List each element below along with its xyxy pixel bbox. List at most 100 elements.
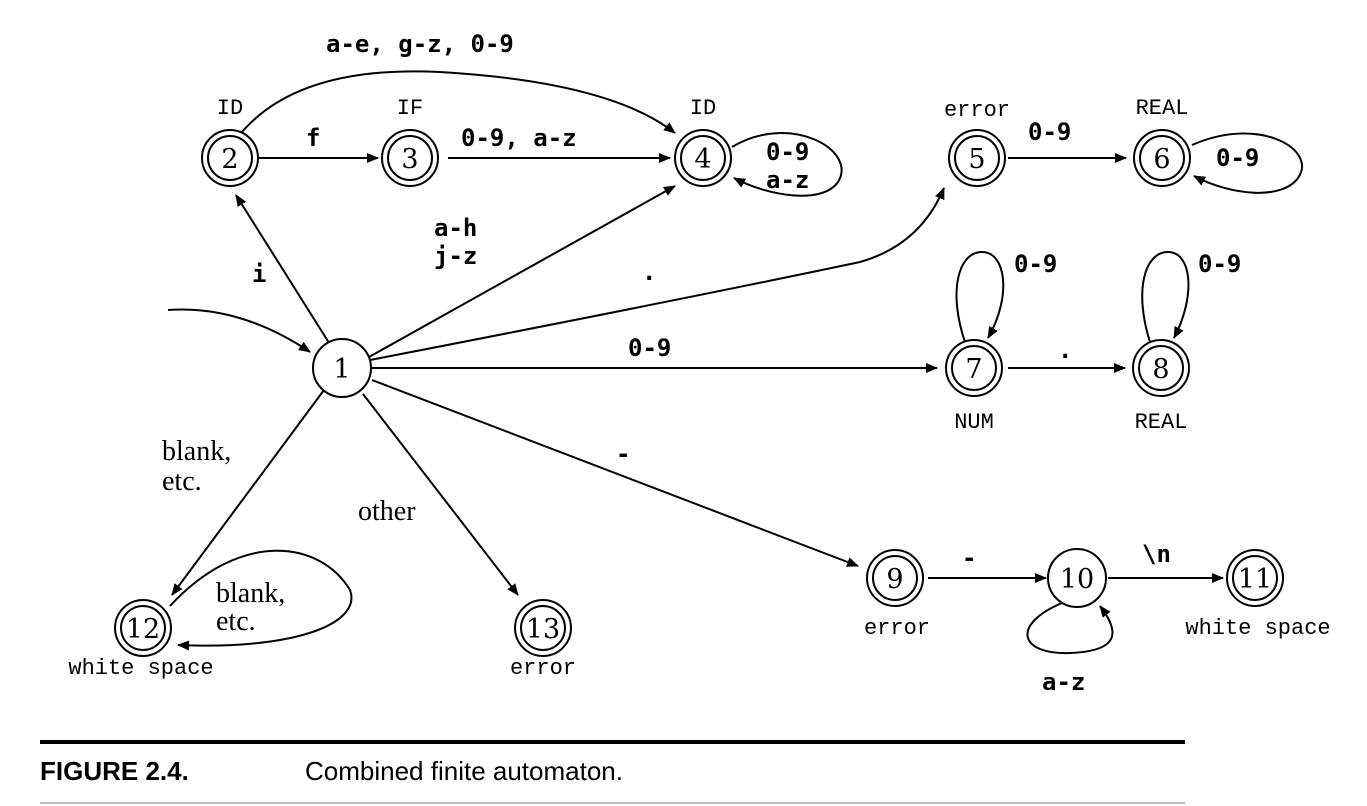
edge-12-12-label-1: blank, [216, 578, 285, 609]
edge-6-6: 0-9 [1191, 132, 1303, 194]
edge-8-8-line [1141, 250, 1190, 343]
state-13-number: 13 [526, 614, 560, 645]
edge-7-7-label: 0-9 [1014, 250, 1057, 278]
figure-caption: FIGURE 2.4. Combined finite automaton. [40, 756, 623, 787]
state-9-number: 9 [886, 564, 903, 595]
state-7-number: 7 [965, 354, 982, 385]
state-4: 4 ID [674, 96, 732, 187]
edge-3-4-label: 0-9, a-z [461, 124, 577, 152]
state-7: 7 NUM [945, 339, 1003, 435]
state-1-number: 1 [333, 354, 350, 385]
edge-1-12-line [171, 389, 325, 596]
state-3: 3 IF [381, 96, 439, 187]
edge-2-3: f [258, 124, 379, 163]
state-12-tag: white space [68, 656, 213, 681]
edge-6-6-label: 0-9 [1216, 144, 1259, 172]
state-2-number: 2 [221, 144, 238, 175]
state-8-number: 8 [1152, 354, 1169, 385]
edge-1-9-line [371, 379, 859, 567]
state-1: 1 [312, 338, 372, 398]
state-6: 6 REAL [1133, 96, 1191, 187]
edge-3-4: 0-9, a-z [448, 124, 671, 163]
edge-12-12-label-2: etc. [216, 606, 256, 637]
state-10: 10 [1047, 548, 1107, 608]
state-4-number: 4 [694, 144, 711, 175]
edge-1-5-label: . [642, 258, 656, 286]
edge-12-12-line [169, 549, 353, 651]
edge-1-2: i [235, 194, 332, 347]
state-2: 2 ID [201, 96, 259, 187]
edge-1-12: blank, etc. [162, 389, 325, 596]
edge-1-12-label-1: blank, [162, 436, 231, 467]
edge-8-8-label: 0-9 [1198, 250, 1241, 278]
edge-1-4: a-h j-z [368, 185, 676, 358]
state-7-tag: NUM [954, 410, 994, 435]
edge-1-4-label-2: j-z [434, 242, 477, 270]
start-arrow [167, 308, 311, 353]
edge-5-6-label: 0-9 [1028, 118, 1071, 146]
state-11: 11 white space [1185, 549, 1331, 641]
figure-caption-label: FIGURE 2.4. [40, 756, 189, 786]
edge-4-4-line [731, 132, 843, 197]
edge-4-4-label-1: 0-9 [766, 138, 809, 166]
state-11-number: 11 [1238, 564, 1272, 595]
state-13: 13 error [510, 599, 576, 681]
edge-1-13-label: other [358, 496, 416, 527]
edge-7-8-label: . [1058, 336, 1072, 364]
edge-1-4-line [368, 185, 676, 358]
state-6-tag: REAL [1136, 96, 1189, 121]
edge-4-4: 0-9 a-z [731, 132, 843, 197]
state-11-tag: white space [1185, 616, 1330, 641]
state-8-tag: REAL [1135, 410, 1188, 435]
edge-5-6: 0-9 [1008, 118, 1127, 163]
edge-7-7-line [955, 250, 1005, 343]
edge-1-5-line [369, 187, 945, 361]
state-3-number: 3 [401, 144, 418, 175]
state-5-tag: error [944, 98, 1010, 123]
edge-1-12-label-2: etc. [162, 466, 202, 497]
state-5-number: 5 [968, 144, 985, 175]
state-13-tag: error [510, 656, 576, 681]
caption-rule-top [40, 740, 1185, 744]
state-8: 8 REAL [1132, 339, 1190, 435]
figure-caption-text: Combined finite automaton. [305, 756, 623, 786]
edge-1-7: 0-9 [371, 334, 938, 373]
edge-10-10: a-z [1026, 602, 1114, 696]
edge-1-5: . [369, 187, 945, 361]
edge-1-13-line [362, 393, 519, 596]
edge-9-10: - [928, 544, 1047, 583]
edge-6-6-line [1191, 132, 1303, 194]
edge-1-2-line [235, 194, 332, 347]
edge-1-13: other [358, 393, 519, 596]
edge-4-4-label-2: a-z [766, 166, 809, 194]
edge-10-11-label: \n [1142, 540, 1171, 568]
edge-1-9-label: - [616, 440, 630, 468]
edge-7-7: 0-9 [955, 250, 1057, 343]
edge-10-10-label: a-z [1042, 668, 1085, 696]
edge-12-12: blank, etc. [169, 549, 353, 651]
edge-1-7-label: 0-9 [628, 334, 671, 362]
state-9: 9 error [864, 549, 930, 641]
edge-9-10-label: - [962, 544, 976, 572]
edge-2-3-label: f [306, 124, 320, 152]
state-2-tag: ID [217, 96, 243, 121]
edge-1-2-label: i [252, 260, 266, 288]
edge-2-4-line [241, 70, 676, 134]
state-3-tag: IF [397, 96, 423, 121]
state-10-number: 10 [1060, 564, 1094, 595]
state-9-tag: error [864, 616, 930, 641]
edge-1-4-label-1: a-h [434, 214, 477, 242]
edge-1-9: - [371, 379, 859, 567]
state-6-number: 6 [1153, 144, 1170, 175]
caption-rule-bottom [40, 802, 1185, 804]
edge-10-10-line [1026, 602, 1114, 655]
edge-7-8: . [1008, 336, 1126, 373]
edge-8-8: 0-9 [1141, 250, 1241, 343]
edge-2-4: a-e, g-z, 0-9 [241, 30, 676, 134]
edge-2-4-label: a-e, g-z, 0-9 [326, 30, 514, 58]
state-12-number: 12 [126, 614, 160, 645]
state-4-tag: ID [690, 96, 716, 121]
edge-10-11: \n [1108, 540, 1224, 583]
state-12: 12 white space [68, 599, 214, 681]
